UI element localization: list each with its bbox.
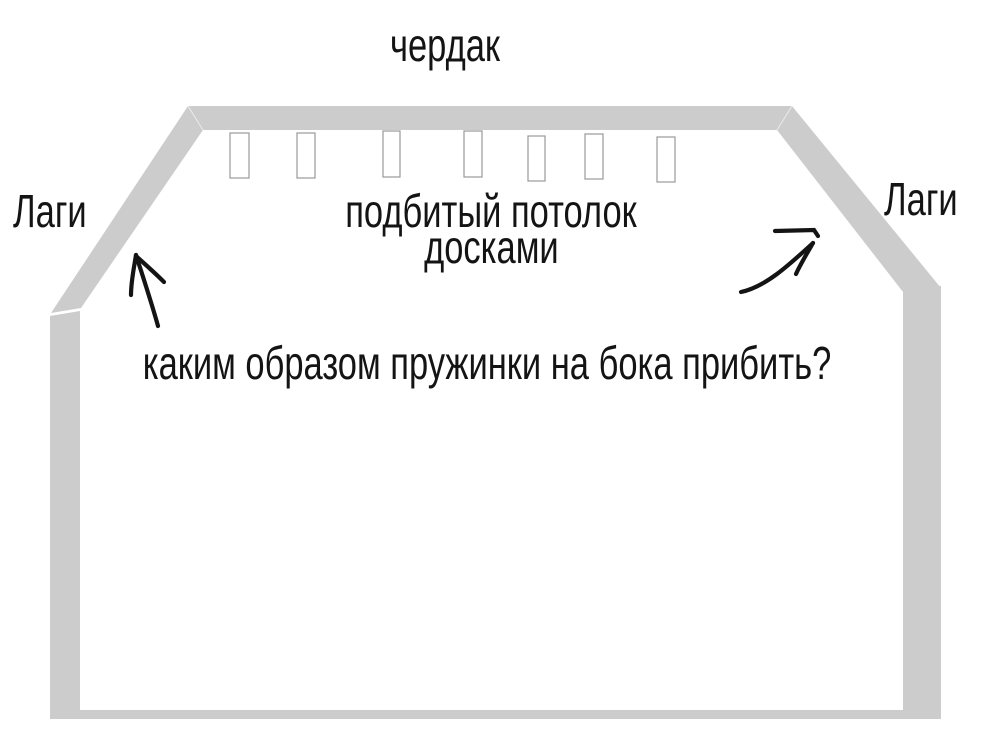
room-walls <box>50 105 941 719</box>
ceiling-boards-label-line1: подбитый потолок <box>345 185 637 237</box>
ceiling-board-marker <box>463 130 483 178</box>
right-arrow-barb <box>793 240 816 277</box>
attic-label: чердак <box>372 22 519 68</box>
ceiling-board-markers <box>229 130 676 183</box>
joists-label-left-text: Лаги <box>13 185 87 237</box>
left-wall-band <box>50 311 80 719</box>
ceiling-board-marker <box>229 132 250 179</box>
right-slope-band <box>777 106 941 292</box>
ceiling-boards-label: подбитый потолок досками <box>297 185 686 273</box>
left-miter-seam <box>187 105 204 131</box>
attic-label-text: чердак <box>390 19 500 71</box>
ceiling-board-marker <box>527 135 546 182</box>
ceiling-board-marker <box>296 132 316 179</box>
left-slope-band <box>51 106 203 313</box>
left-arrow-barb <box>134 254 167 285</box>
right-wall-band <box>903 286 941 719</box>
left-arrow-tail <box>133 252 161 329</box>
right-arrow-tail <box>738 240 816 295</box>
question-annotation-text: каким образом пружинки на бока прибить? <box>142 337 832 389</box>
ceiling-board-marker <box>584 133 604 180</box>
floor-band <box>50 710 941 719</box>
ceiling-board-marker <box>656 136 676 183</box>
right-annotation-arrow <box>738 227 821 295</box>
right-miter-seam <box>776 105 793 131</box>
left-annotation-arrow <box>128 252 167 329</box>
joists-label-right-text: Лаги <box>884 173 958 225</box>
question-annotation: каким образом пружинки на бока прибить? <box>28 340 946 386</box>
joists-label-left: Лаги <box>13 188 111 234</box>
joists-label-right: Лаги <box>884 176 982 222</box>
ceiling-board-marker <box>382 130 401 178</box>
ceiling-top-band <box>188 106 792 130</box>
ceiling-boards-label-line2: досками <box>423 221 559 273</box>
right-arrow-barb <box>772 227 821 239</box>
left-arrow-barb <box>128 252 139 298</box>
